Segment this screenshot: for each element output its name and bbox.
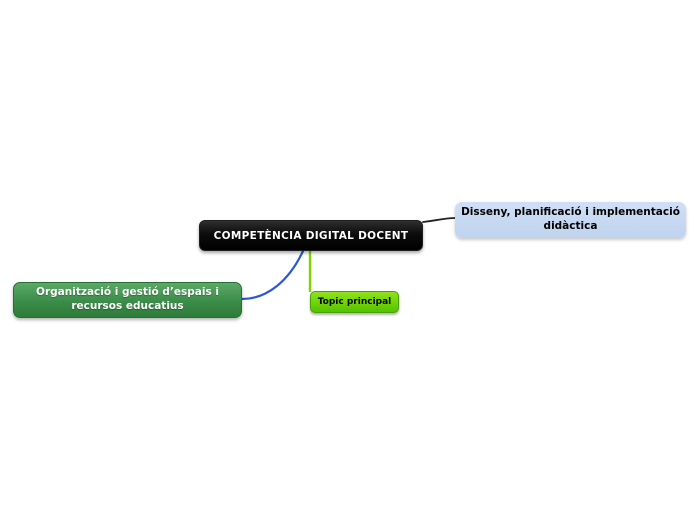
node-topic-principal[interactable]: Topic principal	[310, 291, 399, 313]
connector-central-to-disseny	[422, 217, 457, 223]
node-disseny-planificacio-label: Disseny, planificació i implementació di…	[461, 206, 680, 232]
node-central-topic-label: COMPETÈNCIA DIGITAL DOCENT	[213, 229, 409, 242]
node-organitzacio-gestio[interactable]: Organització i gestió d’espais i recurso…	[13, 282, 242, 318]
node-disseny-planificacio[interactable]: Disseny, planificació i implementació di…	[455, 202, 686, 238]
node-topic-principal-label: Topic principal	[317, 297, 392, 307]
node-central-topic[interactable]: COMPETÈNCIA DIGITAL DOCENT	[199, 220, 423, 251]
node-organitzacio-gestio-label: Organització i gestió d’espais i recurso…	[36, 286, 219, 312]
connector-central-to-organitzacio	[240, 249, 305, 301]
